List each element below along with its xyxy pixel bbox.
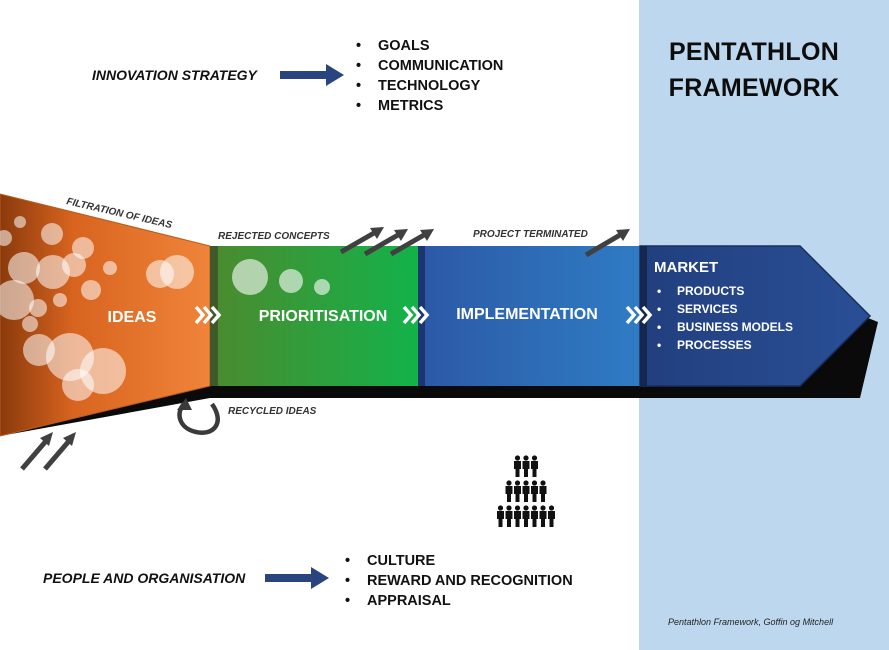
innovation-strategy-label: INNOVATION STRATEGY	[92, 67, 257, 83]
svg-text:•: •	[657, 302, 661, 316]
market-item: PROCESSES	[677, 338, 752, 352]
market-divider	[640, 246, 647, 386]
implementation-block	[418, 246, 640, 386]
input-arrows	[20, 432, 76, 471]
person-head	[523, 505, 529, 511]
chevron-right-icon	[402, 305, 430, 325]
source-note: Pentathlon Framework, Goffin og Mitchell	[668, 617, 834, 627]
innovation-strategy-list: GOALS COMMUNICATION TECHNOLOGY METRICS	[356, 36, 503, 116]
person-body	[539, 486, 547, 502]
person-head	[523, 455, 529, 461]
person-body	[522, 461, 530, 477]
idea-bubbles	[0, 216, 194, 401]
people-organisation-label: PEOPLE AND ORGANISATION	[43, 570, 246, 586]
person-body	[514, 461, 521, 477]
stage-prioritisation: PRIORITISATION	[259, 308, 388, 325]
chevron-right-icon	[625, 305, 653, 325]
prioritisation-divider	[210, 246, 218, 386]
list-item: REWARD AND RECOGNITION	[345, 571, 573, 591]
person-body	[548, 511, 555, 527]
stage-implementation: IMPLEMENTATION	[456, 306, 598, 323]
svg-text:•: •	[657, 338, 661, 352]
market-list: • PRODUCTS • SERVICES • BUSINESS MODELS • PR…	[657, 284, 793, 352]
person-head	[506, 480, 512, 486]
framework-title-line: FRAMEWORK	[668, 74, 840, 102]
stage-ideas: IDEAS	[108, 309, 157, 326]
arrow-right-icon	[280, 64, 344, 86]
list-item: TECHNOLOGY	[356, 76, 503, 96]
framework-title: PENTATHLON FRAMEWORK	[639, 34, 869, 106]
person-head	[514, 455, 521, 461]
person-body	[531, 486, 538, 502]
implementation-divider	[418, 246, 425, 386]
person-body	[505, 486, 513, 502]
person-body	[514, 511, 521, 527]
market-item: BUSINESS MODELS	[677, 320, 793, 334]
person-head	[523, 480, 529, 486]
person-head	[548, 505, 555, 511]
list-item: APPRAISAL	[345, 591, 573, 611]
people-organisation-list: CULTURE REWARD AND RECOGNITION APPRAISAL	[345, 551, 573, 611]
market-item: SERVICES	[677, 302, 737, 316]
person-head	[531, 480, 538, 486]
list-item: CULTURE	[345, 551, 573, 571]
person-body	[531, 511, 538, 527]
person-body	[497, 511, 504, 527]
person-head	[514, 505, 521, 511]
rejected-label: REJECTED CONCEPTS	[218, 231, 330, 242]
prioritisation-bubbles	[232, 259, 330, 295]
framework-title-line: PENTATHLON	[668, 38, 840, 66]
rejected-arrows	[339, 227, 434, 257]
person-body	[522, 486, 530, 502]
person-body	[531, 461, 538, 477]
list-item: GOALS	[356, 36, 503, 56]
recycled-label: RECYCLED IDEAS	[228, 406, 317, 417]
person-head	[506, 505, 512, 511]
terminated-arrow	[584, 229, 630, 258]
list-item: COMMUNICATION	[356, 56, 503, 76]
svg-text:•: •	[657, 320, 661, 334]
person-head	[514, 480, 521, 486]
chevron-right-icon	[194, 305, 222, 325]
arrow-right-icon	[265, 567, 329, 589]
person-body	[514, 486, 521, 502]
person-head	[497, 505, 504, 511]
person-body	[505, 511, 513, 527]
market-title: MARKET	[654, 259, 718, 276]
person-head	[540, 505, 546, 511]
people-pyramid-icon	[497, 455, 555, 527]
person-head	[540, 480, 546, 486]
market-item: PRODUCTS	[677, 284, 744, 298]
list-item: METRICS	[356, 96, 503, 116]
person-head	[531, 505, 538, 511]
svg-text:•: •	[657, 284, 661, 298]
terminated-label: PROJECT TERMINATED	[473, 229, 588, 240]
person-body	[539, 511, 547, 527]
person-body	[522, 511, 530, 527]
person-head	[531, 455, 538, 461]
curved-arrow-icon	[177, 398, 220, 435]
